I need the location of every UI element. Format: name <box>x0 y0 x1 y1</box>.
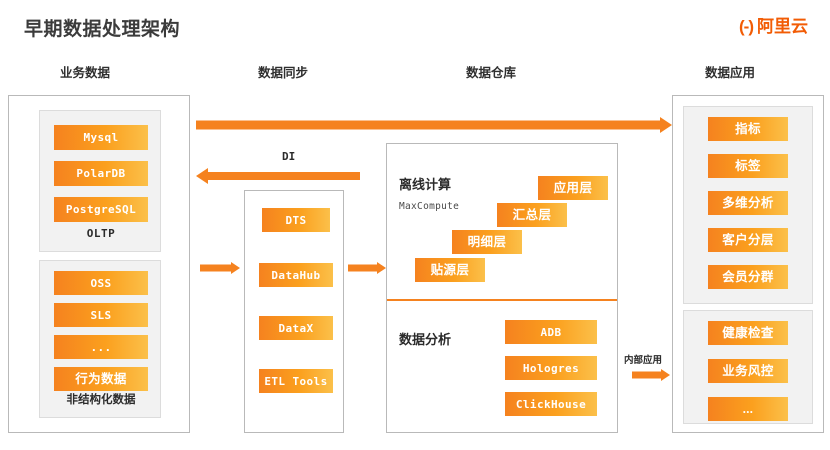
group-caption-unstructured-data: 非结构化数据 <box>66 394 136 406</box>
chip-sls[interactable]: SLS <box>54 303 148 327</box>
panel-business-data: Mysql PolarDB PostgreSQL OLTP OSS SLS ..… <box>8 95 190 433</box>
page-title: 早期数据处理架构 <box>24 19 181 40</box>
label-offline-compute: 离线计算 <box>399 177 452 192</box>
chip-source-layer[interactable]: 贴源层 <box>415 258 485 282</box>
chip-mysql[interactable]: Mysql <box>54 125 148 150</box>
cloud-logo-icon: (-) <box>739 17 754 36</box>
chip-tags[interactable]: 标签 <box>708 154 788 178</box>
chip-customer-segmentation[interactable]: 客户分层 <box>708 228 788 252</box>
chip-polardb[interactable]: PolarDB <box>54 161 148 186</box>
column-caption-business-data: 业务数据 <box>60 66 111 80</box>
panel-data-application: 指标 标签 多维分析 客户分层 会员分群 健康检查 业务风控 ... <box>672 95 824 433</box>
brand-name-label: 阿里云 <box>757 17 808 36</box>
group-internal-apps: 健康检查 业务风控 ... <box>683 310 813 424</box>
column-caption-data-warehouse: 数据仓库 <box>466 66 517 80</box>
alibaba-cloud-logo: (-) 阿里云 <box>739 18 808 35</box>
chip-oss[interactable]: OSS <box>54 271 148 295</box>
chip-detail-layer[interactable]: 明细层 <box>452 230 522 254</box>
group-oltp: Mysql PolarDB PostgreSQL OLTP <box>39 110 161 252</box>
chip-multidimensional-analysis[interactable]: 多维分析 <box>708 191 788 215</box>
arrow-label-di: DI <box>282 150 296 163</box>
chip-member-grouping[interactable]: 会员分群 <box>708 265 788 289</box>
column-caption-data-sync: 数据同步 <box>258 66 309 80</box>
chip-application-layer[interactable]: 应用层 <box>538 176 608 200</box>
chip-etl-tools[interactable]: ETL Tools <box>259 369 333 393</box>
chip-more-internal-apps[interactable]: ... <box>708 397 788 421</box>
arrow-label-internal-application: 内部应用 <box>624 356 663 366</box>
chip-datax[interactable]: DataX <box>259 316 333 340</box>
group-unstructured-data: OSS SLS ... 行为数据 非结构化数据 <box>39 260 161 418</box>
chip-hologres[interactable]: Hologres <box>505 356 597 380</box>
group-analytics-apps: 指标 标签 多维分析 客户分层 会员分群 <box>683 106 813 304</box>
warehouse-section-divider <box>387 299 617 301</box>
chip-business-risk-control[interactable]: 业务风控 <box>708 359 788 383</box>
chip-more-sources[interactable]: ... <box>54 335 148 359</box>
chip-datahub[interactable]: DataHub <box>259 263 333 287</box>
chip-behavior-data[interactable]: 行为数据 <box>54 367 148 391</box>
label-data-analysis: 数据分析 <box>399 332 452 347</box>
label-maxcompute: MaxCompute <box>399 201 460 212</box>
chip-health-check[interactable]: 健康检查 <box>708 321 788 345</box>
column-caption-data-application: 数据应用 <box>705 66 756 80</box>
chip-clickhouse[interactable]: ClickHouse <box>505 392 597 416</box>
panel-data-sync: DTS DataHub DataX ETL Tools <box>244 190 344 433</box>
group-caption-oltp: OLTP <box>86 227 116 240</box>
chip-postgresql[interactable]: PostgreSQL <box>54 197 148 222</box>
chip-dts[interactable]: DTS <box>262 208 330 232</box>
chip-metrics[interactable]: 指标 <box>708 117 788 141</box>
chip-summary-layer[interactable]: 汇总层 <box>497 203 567 227</box>
chip-adb[interactable]: ADB <box>505 320 597 344</box>
